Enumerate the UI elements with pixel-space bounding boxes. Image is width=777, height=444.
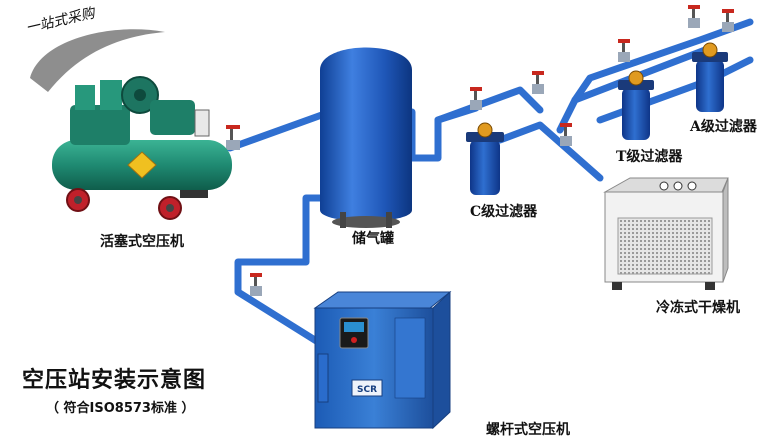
pipe-tank-to-c-filter	[398, 104, 480, 162]
valve-c-inlet	[470, 87, 482, 110]
valve-t-inlet	[618, 39, 630, 62]
dryer-grille	[617, 217, 713, 275]
filter-a-gauge	[702, 42, 718, 58]
screw-compressor: SCR	[313, 290, 452, 430]
piston-compressor	[52, 76, 232, 220]
dryer-gauge-3	[687, 181, 697, 191]
label-a-filter: A级过滤器	[690, 119, 757, 135]
air-tank	[320, 47, 412, 228]
screw-badge-box	[351, 379, 383, 397]
valve-compressor-outlet	[226, 125, 240, 150]
dryer-gauge-1	[659, 181, 669, 191]
valve-screw-outlet	[250, 273, 262, 296]
valve-dryer-inlet	[560, 123, 572, 146]
valve-top-right	[688, 5, 700, 28]
label-c-filter: C级过滤器	[470, 204, 538, 220]
compressor-badge	[127, 151, 157, 179]
screw-badge-text: SCR	[357, 385, 377, 395]
filter-c-gauge	[477, 122, 493, 138]
label-refrigerated-dryer: 冷冻式干燥机	[656, 300, 740, 316]
valves	[226, 5, 734, 296]
filter-a	[692, 42, 728, 112]
valve-a-outlet	[722, 9, 734, 32]
label-t-filter: T级过滤器	[616, 149, 683, 165]
filter-t	[618, 70, 654, 140]
label-screw-compressor: 螺杆式空压机	[486, 422, 570, 438]
pipe-c-bypass	[434, 86, 544, 124]
refrigerated-dryer	[603, 177, 729, 290]
filter-c	[466, 122, 504, 195]
label-piston-compressor: 活塞式空压机	[100, 234, 184, 250]
pipe-c-to-dryer	[496, 121, 604, 182]
label-air-tank: 储气罐	[352, 231, 394, 247]
pipe-compressor-to-tank	[226, 108, 334, 152]
dryer-gauge-2	[673, 181, 683, 191]
filter-t-gauge	[628, 70, 644, 86]
diagram-subtitle: （ 符合ISO8573标准 ）	[46, 401, 195, 416]
valve-c-bypass	[532, 71, 544, 94]
pipe-screw-to-tank	[234, 194, 334, 346]
slogan-swoosh	[30, 29, 165, 92]
diagram-title: 空压站安装示意图	[22, 368, 207, 393]
